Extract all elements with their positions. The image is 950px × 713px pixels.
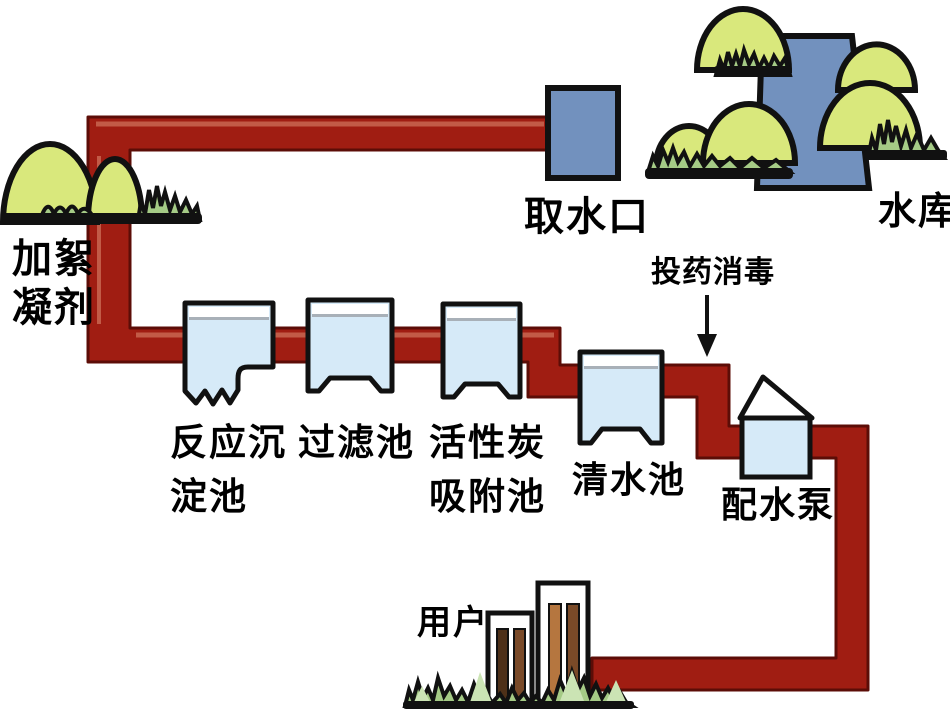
flocculant-label-line1: 加絮 (12, 236, 96, 282)
intake-box (545, 85, 621, 181)
carbon-label-line1: 活性炭 (429, 421, 546, 464)
dosing-arrow-shaft (705, 295, 709, 337)
grass-highlight (414, 686, 430, 702)
pump-house (737, 374, 815, 480)
grass-highlight (606, 680, 626, 702)
reservoir-hill-left-big (699, 101, 799, 166)
tank-rim (189, 307, 269, 317)
flocculant-label-line2: 凝剂 (12, 285, 96, 331)
hill-base (645, 168, 793, 179)
reservoir-hill-right-upper (834, 41, 919, 93)
hill-dome (84, 156, 146, 223)
tank-rim-line (189, 317, 269, 320)
tank-rim-line (312, 314, 388, 317)
clearwater-label: 清水池 (572, 460, 687, 501)
reservoir (645, 6, 948, 191)
tank-rim (447, 308, 516, 318)
tank-rim (312, 304, 388, 314)
pump-label: 配水泵 (721, 485, 836, 526)
flocculant-hills (0, 141, 203, 225)
tank-rim (584, 356, 658, 366)
sedimentation-tank (182, 300, 276, 407)
sedimentation-label-line1: 反应沉 (170, 421, 287, 464)
clearwater-tank (577, 349, 665, 446)
grass-highlight (470, 672, 492, 703)
grass-tuft (135, 184, 203, 222)
hill-base (864, 150, 947, 160)
grass-tuft (645, 142, 796, 174)
hill-base (714, 66, 792, 75)
pump-body (739, 415, 813, 480)
users-label: 用户 (417, 603, 489, 643)
reservoir-label: 水库 (878, 189, 950, 233)
grass-base (403, 701, 634, 709)
sedimentation-label-line2: 淀池 (170, 475, 248, 518)
filter-tank (305, 297, 395, 394)
grass-highlight (560, 670, 584, 701)
dosing-arrow (697, 295, 717, 357)
grass-tuft (865, 119, 948, 160)
carbon-label-line2: 吸附池 (429, 475, 546, 518)
tank-rim-line (584, 366, 658, 369)
hill-base (2, 213, 202, 224)
dosing-arrow-head (697, 334, 717, 357)
users-site (402, 580, 639, 709)
dosing-label: 投药消毒 (651, 255, 775, 290)
filter-label: 过滤池 (298, 421, 415, 464)
carbon-tank (440, 301, 523, 400)
pump-roof (737, 374, 815, 421)
intake-label: 取水口 (524, 194, 650, 240)
tank-rim-line (447, 318, 516, 321)
